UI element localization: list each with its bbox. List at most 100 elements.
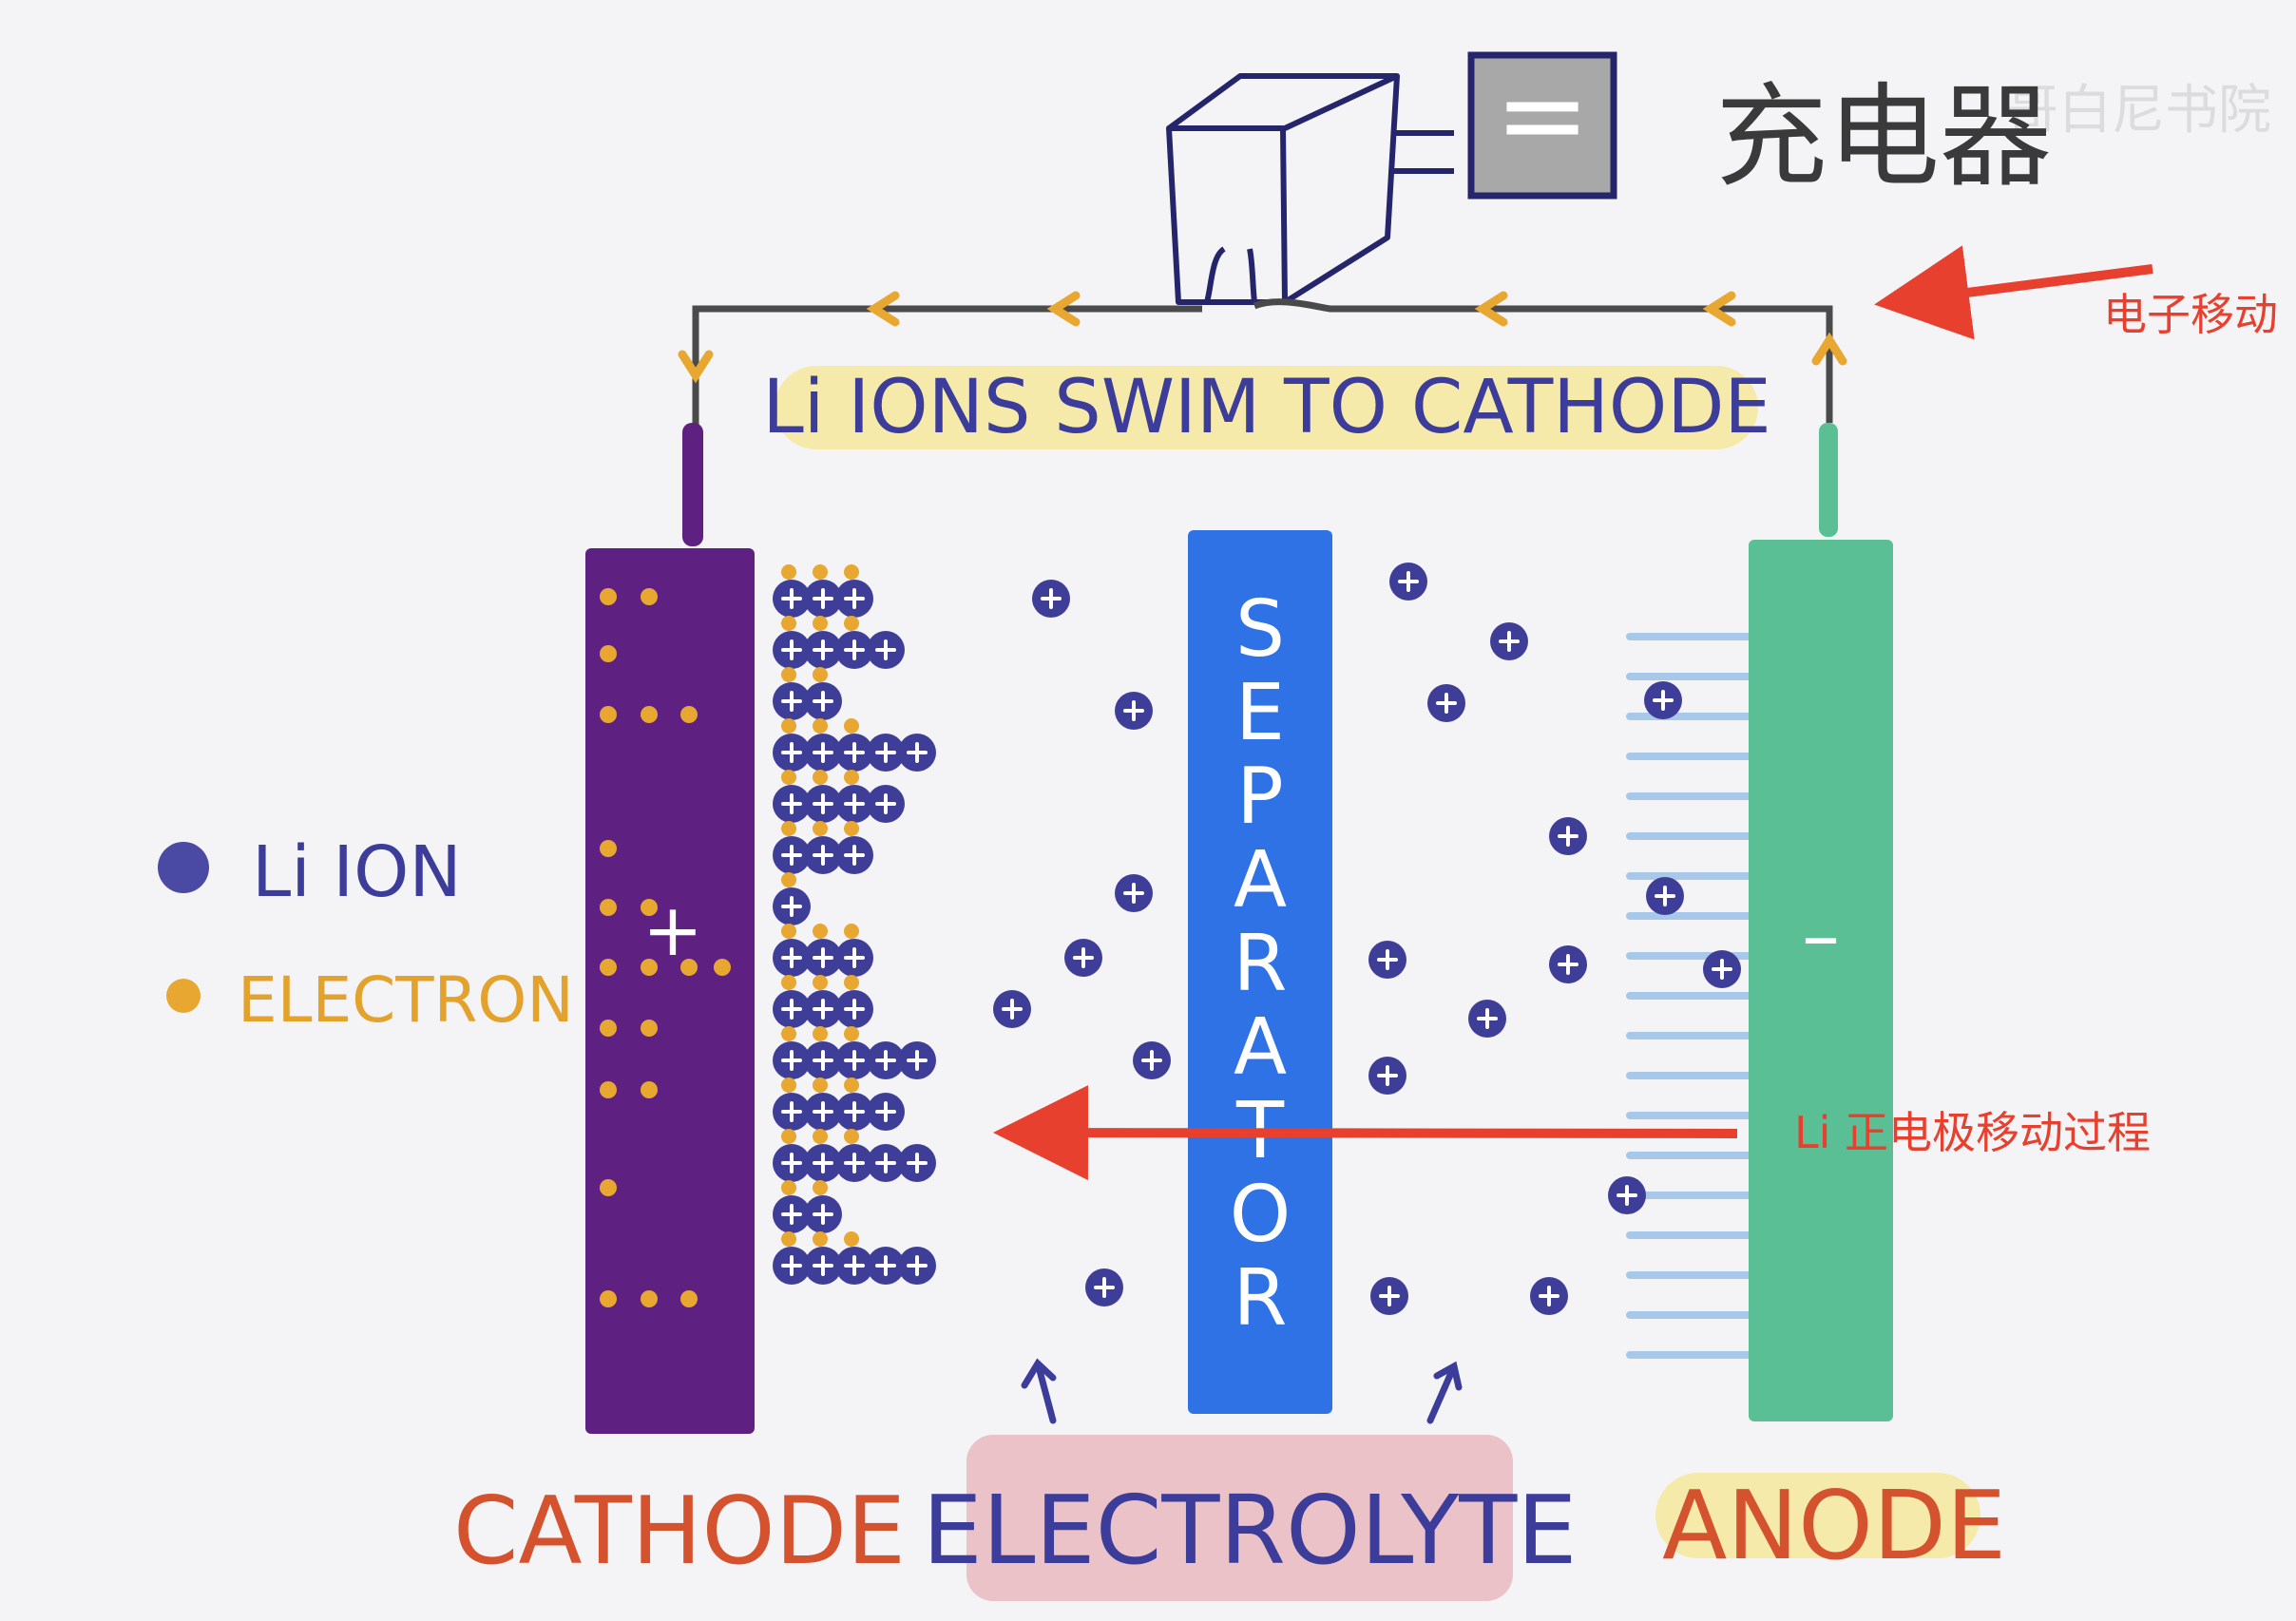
li-ion — [1370, 1277, 1408, 1315]
li-ion — [835, 939, 873, 977]
bottom-labels: CATHODE ELECTROLYTE ANODE — [453, 1435, 2006, 1601]
li-ion — [835, 631, 873, 669]
electron-arrow-left — [1474, 291, 1508, 327]
electron — [600, 1179, 617, 1196]
li-ion — [898, 1144, 936, 1182]
ion-flow-arrows — [1021, 1358, 1463, 1424]
banner-text: Li IONS SWIM TO CATHODE — [762, 365, 1770, 450]
li-ion — [1468, 1000, 1506, 1038]
electron — [844, 770, 859, 785]
electron — [781, 564, 796, 580]
electron-arrow-left — [1046, 291, 1081, 327]
legend-ion-dot — [158, 842, 209, 893]
li-ion — [1427, 684, 1465, 722]
li-ion — [1608, 1176, 1646, 1214]
li-ion — [1032, 580, 1070, 618]
electron — [600, 1020, 617, 1037]
li-ion — [1115, 874, 1153, 912]
electron — [781, 975, 796, 990]
li-ion — [773, 836, 811, 874]
li-ion — [773, 1144, 811, 1182]
li-ion — [804, 1144, 842, 1182]
li-ion — [773, 990, 811, 1028]
li-ion — [1644, 681, 1682, 719]
li-ion — [773, 631, 811, 669]
electron — [844, 1129, 859, 1144]
li-ion — [898, 1247, 936, 1285]
electron — [813, 1026, 828, 1041]
electron-flow-arrow — [1874, 245, 2153, 340]
li-ion — [898, 734, 936, 772]
electron — [641, 1020, 658, 1037]
battery-sign: = — [1495, 49, 1591, 181]
li-ion — [1549, 817, 1587, 855]
electron — [641, 588, 658, 605]
legend-electron-dot — [166, 979, 201, 1013]
li-ion — [773, 682, 811, 720]
anode-minus-sign: – — [1802, 891, 1840, 980]
li-ion — [804, 1093, 842, 1131]
li-ion — [804, 631, 842, 669]
electron-arrows — [678, 291, 1847, 384]
electron-arrow-up — [1811, 332, 1847, 366]
electron — [813, 924, 828, 939]
legend-electron-label: ELECTRON — [238, 963, 574, 1037]
electron — [781, 872, 796, 887]
li-ion — [867, 734, 905, 772]
electron — [813, 1180, 828, 1195]
electron — [813, 821, 828, 836]
li-ion — [773, 1247, 811, 1285]
li-ion — [1064, 939, 1102, 977]
li-ion — [1549, 945, 1587, 983]
electron — [781, 770, 796, 785]
electron — [813, 770, 828, 785]
electron — [813, 1231, 828, 1247]
charger-label: 充电器 — [1715, 71, 2052, 202]
cathode-ion-layer — [773, 564, 936, 1285]
electron — [813, 564, 828, 580]
separator-letter: R — [1234, 1253, 1288, 1344]
electron — [844, 821, 859, 836]
electron-arrow-left — [1702, 291, 1736, 327]
li-ion — [1703, 950, 1741, 988]
battery-symbol: = — [1467, 49, 1617, 200]
electron — [600, 645, 617, 662]
electron — [600, 588, 617, 605]
li-ion — [835, 1093, 873, 1131]
separator-letter: R — [1234, 919, 1288, 1009]
electron — [844, 1231, 859, 1247]
li-ion — [804, 990, 842, 1028]
li-ion — [804, 836, 842, 874]
cathode-electrode: + — [585, 423, 755, 1434]
li-flow-arrow — [993, 1085, 1738, 1181]
electrolyte-label-bg — [966, 1435, 1513, 1601]
li-flow-label: Li 正电极移动过程 — [1794, 1107, 2151, 1158]
electron — [813, 1077, 828, 1093]
li-ion — [804, 1195, 842, 1233]
li-ion — [804, 785, 842, 823]
electron — [781, 821, 796, 836]
electron — [813, 1129, 828, 1144]
anode-label: ANODE — [1662, 1470, 2006, 1581]
legend: Li ION ELECTRON — [158, 831, 574, 1037]
li-ion — [773, 1195, 811, 1233]
separator-letter: S — [1235, 584, 1285, 675]
li-ion — [1115, 692, 1153, 730]
banner: Li IONS SWIM TO CATHODE — [762, 365, 1770, 450]
electron — [781, 1129, 796, 1144]
li-ion — [773, 734, 811, 772]
li-ion — [804, 580, 842, 618]
electron — [813, 667, 828, 682]
electron — [781, 667, 796, 682]
li-ion — [773, 785, 811, 823]
electron — [714, 959, 731, 976]
electron — [600, 706, 617, 723]
electron — [781, 1077, 796, 1093]
electron — [600, 840, 617, 857]
electron — [641, 899, 658, 916]
electrolyte-label: ELECTROLYTE — [923, 1475, 1578, 1586]
li-ion — [867, 1247, 905, 1285]
